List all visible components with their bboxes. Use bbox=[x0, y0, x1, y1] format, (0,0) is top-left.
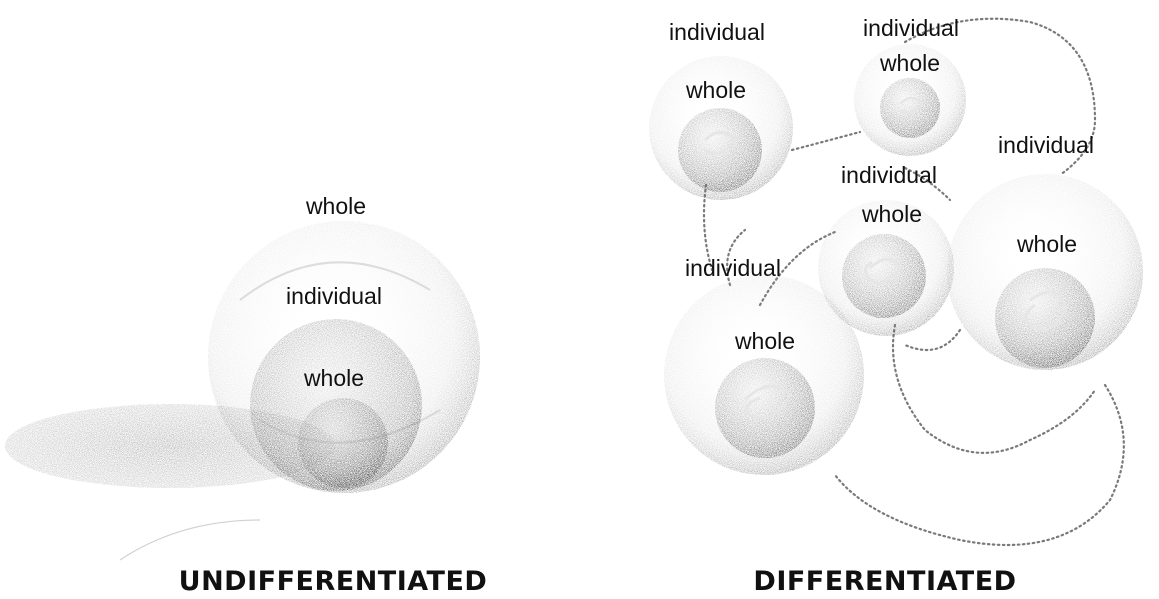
node-2-whole-label: whole bbox=[879, 50, 940, 76]
node-2-individual-label: individual bbox=[863, 15, 959, 41]
inner-whole-label: whole bbox=[303, 365, 364, 391]
individual-label: individual bbox=[286, 283, 382, 309]
node-4-whole-sphere bbox=[995, 268, 1095, 368]
node-3: individual whole bbox=[818, 162, 954, 336]
faint-swirl bbox=[119, 519, 261, 561]
node-2-whole-sphere bbox=[880, 78, 940, 138]
node-4: individual whole bbox=[947, 132, 1143, 370]
node-4-individual-label: individual bbox=[998, 132, 1094, 158]
undifferentiated-caption: UNDIFFERENTIATED bbox=[179, 566, 488, 597]
node-1-whole-label: whole bbox=[685, 77, 746, 103]
node-5-swirl bbox=[743, 384, 792, 419]
node-3-swirl bbox=[864, 257, 902, 285]
node-2: individual whole bbox=[854, 15, 966, 156]
node-3-whole-label: whole bbox=[861, 201, 922, 227]
node-1-whole-sphere bbox=[678, 108, 762, 192]
node-5-whole-label: whole bbox=[734, 328, 795, 354]
differentiated-caption: DIFFERENTIATED bbox=[753, 566, 1016, 597]
outer-whole-label: whole bbox=[305, 193, 366, 219]
node-2-swirl bbox=[899, 96, 924, 115]
node-3-whole-sphere bbox=[842, 234, 926, 318]
node-5-whole-sphere bbox=[715, 358, 815, 458]
node-4-whole-label: whole bbox=[1016, 231, 1077, 257]
connecting-filaments bbox=[702, 17, 1125, 546]
node-3-individual-label: individual bbox=[841, 162, 937, 188]
node-1-individual-label: individual bbox=[669, 19, 765, 45]
node-4-swirl bbox=[1024, 290, 1067, 332]
undifferentiated-figure: whole individual whole UNDIFFERENTIATED bbox=[5, 193, 487, 597]
differentiated-figure: individual whole individual whole indivi… bbox=[649, 15, 1143, 597]
node-5-individual-label: individual bbox=[685, 255, 781, 281]
node-1: individual whole bbox=[649, 19, 793, 200]
inner-whole-sphere bbox=[298, 398, 388, 488]
node-5: individual whole bbox=[664, 255, 864, 475]
node-1-swirl bbox=[703, 131, 737, 155]
